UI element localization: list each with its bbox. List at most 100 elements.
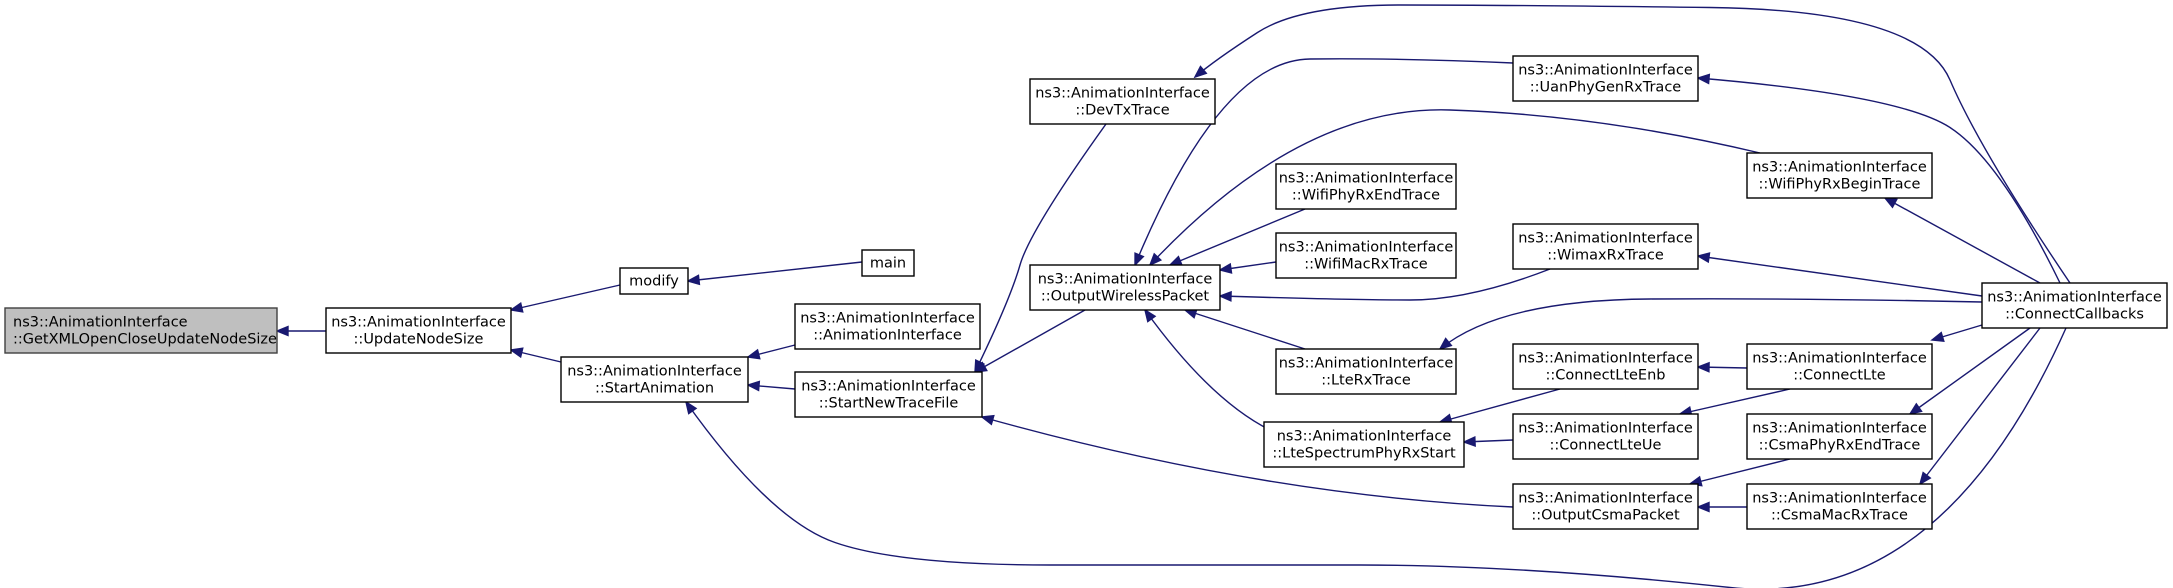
edge-line	[1439, 298, 1983, 350]
edge-line	[1219, 268, 1551, 301]
node-box	[1029, 78, 1216, 125]
node-csmamacrxtrace[interactable]: ns3::AnimationInterface::CsmaMacRxTrace	[1746, 483, 1933, 530]
arrowhead	[509, 301, 524, 313]
node-label-line: ::WifiPhyRxEndTrace	[1292, 188, 1440, 204]
node-label-line: ns3::AnimationInterface	[1752, 160, 1927, 176]
arrowhead	[746, 348, 761, 360]
node-ltespectrumphyrxstart[interactable]: ns3::AnimationInterface::LteSpectrumPhyR…	[1263, 421, 1465, 468]
edge-connectcallbacks-to-uanphygenrxtrace	[1696, 73, 2061, 284]
edge-line	[981, 416, 1514, 508]
node-wimaxrxtrace[interactable]: ns3::AnimationInterface::WimaxRxTrace	[1512, 223, 1699, 270]
edge-outputcsmapacket-to-startnewtracefile	[980, 414, 1514, 508]
node-label-line: modify	[629, 274, 679, 290]
node-box	[1512, 55, 1699, 102]
arrowhead	[684, 400, 698, 415]
edge-connectlte-to-connectlteenb	[1696, 361, 1748, 373]
arrowhead	[980, 414, 995, 426]
edge-line	[974, 123, 1107, 373]
edge-line	[1697, 77, 2061, 284]
edge-line	[1194, 4, 2071, 284]
edge-connectcallbacks-to-connectlte	[1930, 324, 1983, 342]
node-label-line: ns3::AnimationInterface	[800, 311, 975, 327]
node-box	[1746, 483, 1933, 530]
node-wifiphyrxendtrace[interactable]: ns3::AnimationInterface::WifiPhyRxEndTra…	[1275, 163, 1457, 210]
edge-animationinterface-to-startanimation	[746, 344, 796, 360]
edge-connectcallbacks-to-ltexrtrace	[1438, 298, 1983, 351]
node-label-line: ns3::AnimationInterface	[1518, 63, 1693, 79]
node-connectlteenb[interactable]: ns3::AnimationInterface::ConnectLteEnb	[1512, 343, 1699, 390]
node-box	[1512, 483, 1699, 530]
node-outputcsmapacket[interactable]: ns3::AnimationInterface::OutputCsmaPacke…	[1512, 483, 1699, 530]
node-label-line: ::ConnectCallbacks	[2005, 307, 2144, 323]
arrowhead	[1908, 402, 1923, 416]
node-modify[interactable]: modify	[619, 267, 689, 295]
node-animationinterface[interactable]: ns3::AnimationInterface::AnimationInterf…	[794, 303, 981, 350]
edge-line	[1184, 309, 1306, 350]
edge-connectlteue-to-ltespectrumphyrxstart	[1462, 435, 1514, 448]
edge-line	[1909, 327, 2031, 415]
node-label-line: ::LteRxTrace	[1321, 373, 1411, 389]
node-box	[794, 371, 983, 418]
edge-updatenodesize-to-getxml	[275, 325, 326, 337]
node-connectcallbacks[interactable]: ns3::AnimationInterface::ConnectCallback…	[1981, 282, 2168, 329]
node-box	[1512, 223, 1699, 270]
edge-line	[687, 261, 863, 282]
node-box	[1512, 343, 1699, 390]
edge-wifimacrxtrace-to-outputwirelesspacket	[1218, 261, 1277, 274]
edge-wimaxrxtrace-to-outputwirelesspacket	[1218, 268, 1551, 302]
arrowhead	[1148, 252, 1163, 267]
node-getxml[interactable]: ns3::AnimationInterface::GetXMLOpenClose…	[4, 307, 278, 354]
edge-line	[1884, 197, 2041, 284]
node-label-line: main	[870, 256, 906, 272]
edge-wifiphyrxbegintrace-to-outputwirelesspacket	[1148, 109, 1761, 267]
arrowhead	[1883, 197, 1898, 209]
node-ltexrtrace[interactable]: ns3::AnimationInterface::LteRxTrace	[1275, 348, 1457, 395]
edge-line	[1169, 208, 1306, 266]
edge-connectlte-to-connectlteue	[1678, 388, 1791, 417]
node-startnewtracefile[interactable]: ns3::AnimationInterface::StartNewTraceFi…	[794, 371, 983, 418]
node-updatenodesize[interactable]: ns3::AnimationInterface::UpdateNodeSize	[325, 307, 512, 354]
node-connectlte[interactable]: ns3::AnimationInterface::ConnectLte	[1746, 343, 1933, 390]
node-label-line: ::ConnectLteUe	[1550, 438, 1662, 454]
node-label-line: ::OutputCsmaPacket	[1531, 508, 1680, 524]
node-main[interactable]: main	[861, 249, 915, 277]
node-label-line: ns3::AnimationInterface	[1035, 86, 1210, 102]
node-label-line: ::DevTxTrace	[1075, 103, 1169, 119]
node-label-line: ::OutputWirelessPacket	[1041, 289, 1210, 305]
node-label-line: ::WifiPhyRxBeginTrace	[1759, 177, 1921, 193]
node-label-line: ::GetXMLOpenCloseUpdateNodeSize	[13, 332, 277, 348]
arrowhead	[1930, 331, 1945, 342]
arrowhead	[1696, 73, 1711, 85]
node-startanimation[interactable]: ns3::AnimationInterface::StartAnimation	[560, 356, 749, 403]
arrowhead	[1696, 501, 1710, 513]
node-outputwirelesspacket[interactable]: ns3::AnimationInterface::OutputWirelessP…	[1029, 264, 1221, 311]
node-box	[1512, 413, 1699, 460]
node-box	[560, 356, 749, 403]
edge-ltespectrumphyrxstart-to-outputwirelesspacket	[1143, 308, 1271, 431]
arrowhead	[746, 380, 761, 392]
node-uanphygenrxtrace[interactable]: ns3::AnimationInterface::UanPhyGenRxTrac…	[1512, 55, 1699, 102]
edges-layer	[275, 4, 2071, 588]
arrowhead	[973, 361, 988, 373]
node-csmaphyrxendtrace[interactable]: ns3::AnimationInterface::CsmaPhyRxEndTra…	[1746, 413, 1933, 460]
edge-line	[1149, 109, 1761, 266]
node-wifiphyrxbegintrace[interactable]: ns3::AnimationInterface::WifiPhyRxBeginT…	[1746, 152, 1933, 199]
node-devtxtrace[interactable]: ns3::AnimationInterface::DevTxTrace	[1029, 78, 1216, 125]
node-label-line: ::AnimationInterface	[813, 328, 962, 344]
node-connectlteue[interactable]: ns3::AnimationInterface::ConnectLteUe	[1512, 413, 1699, 460]
node-label-line: ::CsmaPhyRxEndTrace	[1759, 438, 1921, 454]
node-label-line: ::StartAnimation	[595, 381, 714, 397]
arrowhead	[1134, 252, 1145, 267]
node-label-line: ns3::AnimationInterface	[331, 315, 506, 331]
node-wifimacrxtrace[interactable]: ns3::AnimationInterface::WifiMacRxTrace	[1275, 232, 1457, 279]
edge-connectcallbacks-to-csmaphyrxendtrace	[1908, 327, 2031, 416]
arrowhead	[1193, 65, 1208, 79]
edge-modify-to-updatenodesize	[509, 284, 621, 313]
arrowhead	[1918, 471, 1932, 486]
edge-line	[1134, 58, 1514, 266]
arrowhead	[1696, 361, 1710, 373]
node-box	[1275, 163, 1457, 210]
arrowhead	[1143, 308, 1157, 323]
node-label-line: ::CsmaMacRxTrace	[1771, 508, 1908, 524]
